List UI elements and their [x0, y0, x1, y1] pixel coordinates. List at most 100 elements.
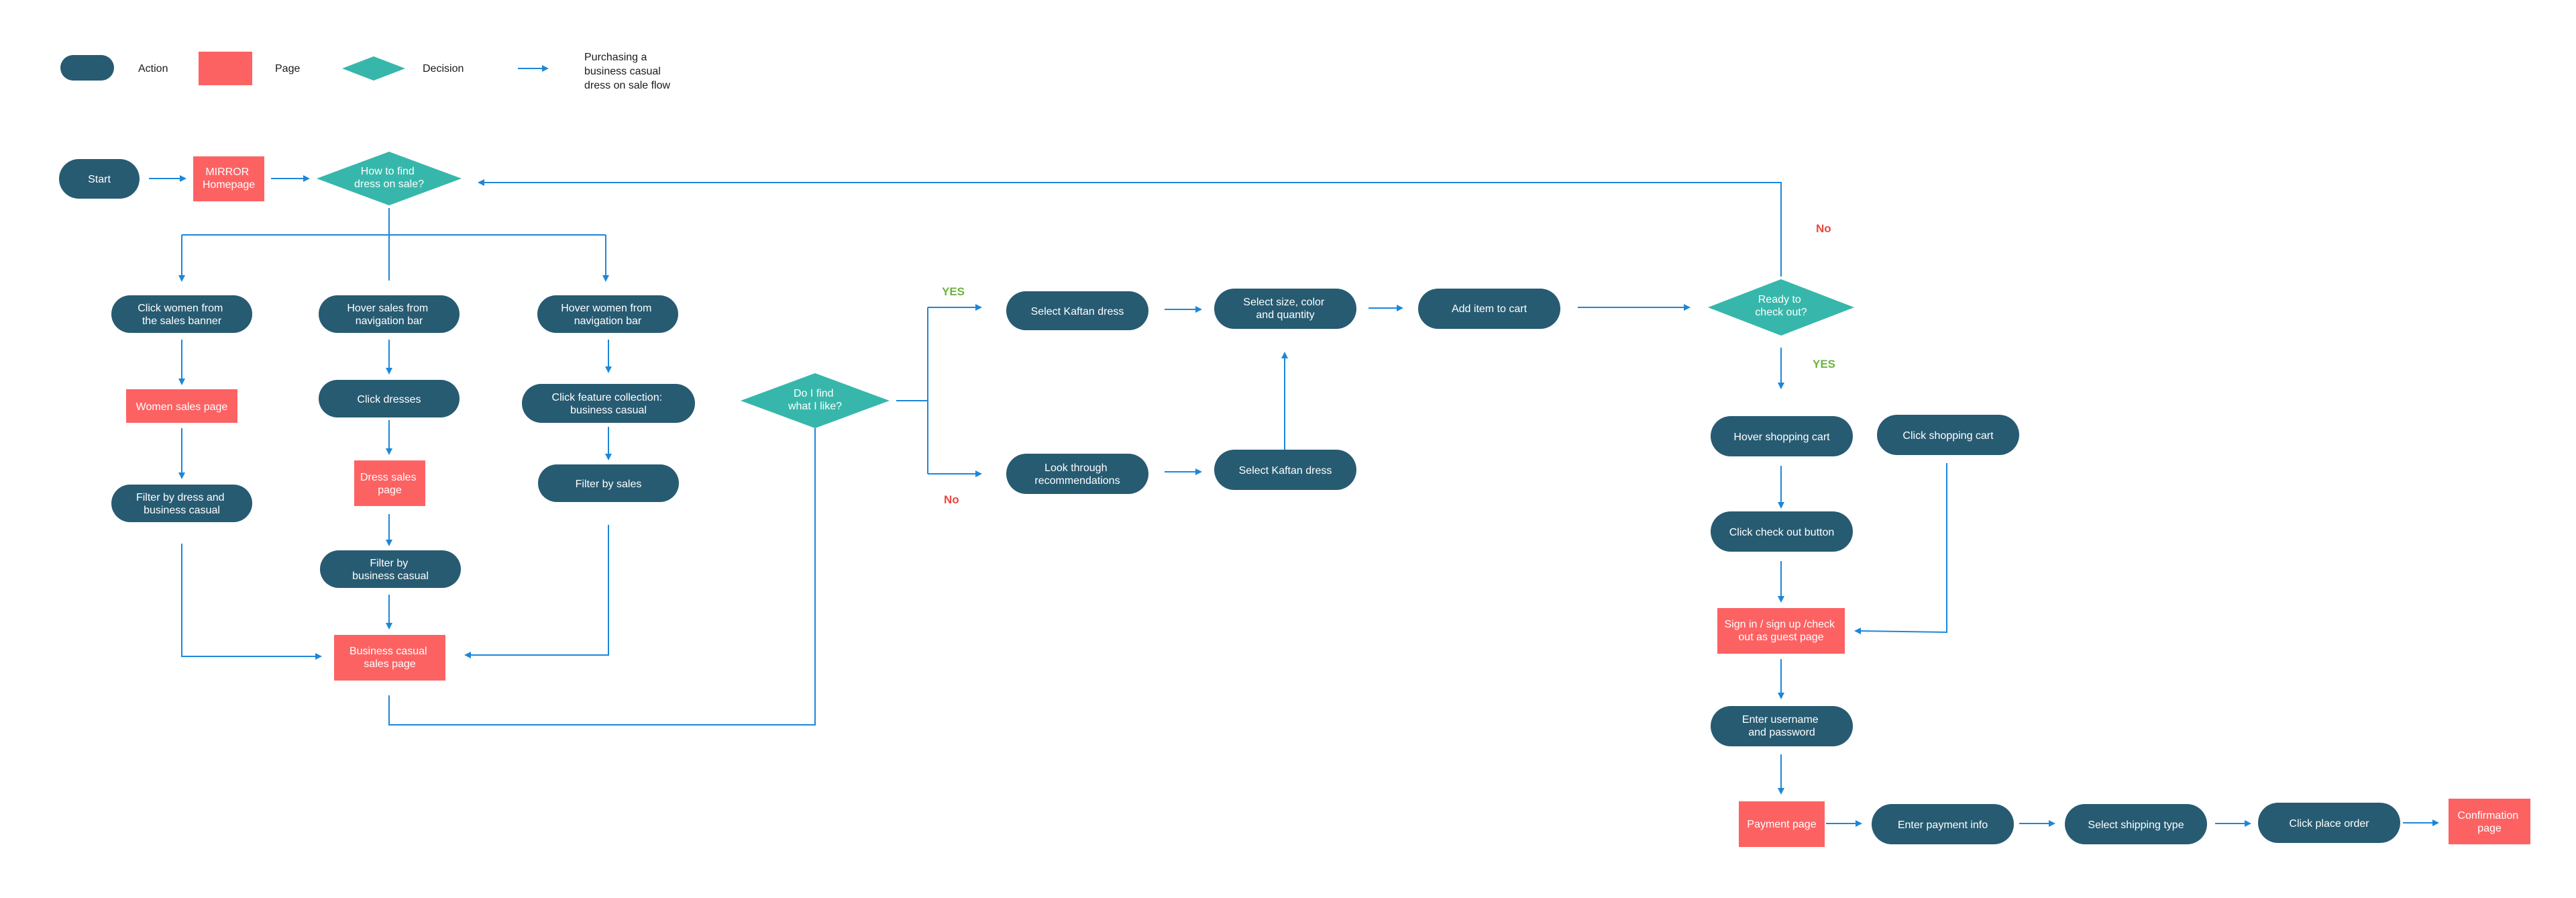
node-label: How to find dress on sale?	[354, 166, 424, 190]
node-label: Sign in / sign up /check out as guest pa…	[1725, 619, 1838, 643]
node-click-feature-collection: Click feature collection: business casua…	[522, 384, 695, 423]
node-label: Business casual sales page	[350, 646, 430, 670]
node-label: Select Kaftan dress	[1239, 465, 1332, 477]
node-filter-by-sales: Filter by sales	[538, 464, 679, 502]
node-label: Select size, color and quantity	[1243, 297, 1327, 321]
node-how-to-find-decision: How to find dress on sale?	[317, 152, 462, 205]
edge-col1-c	[181, 544, 322, 660]
action-shape	[319, 380, 460, 417]
node-look-through-recommendations: Look through recommendations	[1006, 454, 1148, 494]
node-enter-username-password: Enter username and password	[1711, 706, 1853, 746]
action-shape	[1872, 804, 2014, 844]
action-shape	[1711, 416, 1853, 456]
page-shape	[1739, 801, 1825, 847]
legend-decision-swatch	[342, 56, 405, 81]
node-select-shipping-type: Select shipping type	[2065, 804, 2207, 844]
action-shape	[522, 384, 695, 423]
legend-action-label: Action	[138, 63, 168, 74]
action-shape	[320, 550, 461, 588]
label-find-no: No	[944, 493, 959, 506]
node-label: Hover shopping cart	[1733, 432, 1830, 443]
node-select-kaftan-top: Select Kaftan dress	[1006, 291, 1148, 330]
action-shape	[1418, 289, 1560, 329]
node-label: Filter by business casual	[352, 558, 429, 582]
node-filter-business-casual: Filter by business casual	[320, 550, 461, 588]
node-label: Click shopping cart	[1902, 430, 1994, 442]
node-label: Select shipping type	[2088, 819, 2184, 831]
node-click-women-banner: Click women from the sales banner	[111, 295, 252, 333]
action-shape	[1877, 415, 2019, 455]
node-click-dresses: Click dresses	[319, 380, 460, 417]
node-label: Add item to cart	[1452, 303, 1527, 315]
node-label: Dress sales page	[360, 472, 419, 496]
node-label: Click place order	[2289, 818, 2369, 830]
action-shape	[1711, 706, 1853, 746]
node-click-shopping-cart: Click shopping cart	[1877, 415, 2019, 455]
legend-page-label: Page	[275, 63, 300, 74]
action-shape	[537, 295, 678, 333]
decision-shape	[317, 152, 462, 205]
node-start: Start	[59, 159, 140, 199]
node-enter-payment-info: Enter payment info	[1872, 804, 2014, 844]
action-shape	[1711, 511, 1853, 552]
node-label: Select Kaftan dress	[1031, 306, 1124, 317]
node-payment-page: Payment page	[1739, 801, 1825, 847]
node-label: Click check out button	[1729, 527, 1835, 538]
page-shape	[334, 635, 445, 681]
action-shape	[1006, 454, 1148, 494]
node-label: Click women from the sales banner	[138, 303, 226, 327]
action-shape	[1214, 289, 1356, 329]
node-hover-sales-nav: Hover sales from navigation bar	[319, 295, 460, 333]
node-label: Start	[88, 174, 111, 185]
legend: Action Page Decision Purchasing a busine…	[60, 52, 671, 91]
page-shape	[354, 460, 425, 506]
edge-clickcart-to-signin	[1854, 463, 1947, 635]
node-label: Hover sales from navigation bar	[347, 303, 431, 327]
node-label: Women sales page	[136, 401, 228, 413]
node-select-kaftan-bottom: Select Kaftan dress	[1214, 450, 1356, 490]
node-label: Click feature collection: business casua…	[552, 392, 665, 416]
node-add-item-to-cart: Add item to cart	[1418, 289, 1560, 329]
label-ready-yes: YES	[1813, 358, 1835, 370]
node-confirmation-page: Confirmation page	[2449, 799, 2530, 844]
node-do-i-find-decision: Do I find what I like?	[741, 373, 890, 428]
node-label: Payment page	[1747, 819, 1816, 830]
node-label: Enter username and password	[1742, 714, 1821, 738]
node-label: Enter payment info	[1898, 819, 1988, 831]
legend-flow-label: Purchasing a business casual dress on sa…	[584, 52, 671, 91]
node-label: Filter by sales	[576, 479, 642, 490]
node-business-casual-sales-page: Business casual sales page	[334, 635, 445, 681]
action-shape	[1006, 291, 1148, 330]
label-ready-no: No	[1816, 222, 1831, 235]
action-shape	[111, 295, 252, 333]
action-shape	[111, 485, 252, 522]
node-click-place-order: Click place order	[2258, 803, 2400, 843]
node-dress-sales-page: Dress sales page	[354, 460, 425, 506]
node-label: Hover women from navigation bar	[561, 303, 655, 327]
edge-col3-c	[464, 525, 609, 658]
node-label: Confirmation page	[2457, 810, 2521, 834]
decision-shape	[741, 373, 890, 428]
edge-bizcasual-to-find	[388, 428, 816, 726]
decision-shape	[1708, 279, 1854, 336]
page-shape	[1717, 608, 1845, 654]
node-label: Ready to check out?	[1755, 294, 1807, 318]
page-shape	[2449, 799, 2530, 844]
node-click-checkout-button: Click check out button	[1711, 511, 1853, 552]
node-label: Click dresses	[357, 394, 421, 405]
label-find-yes: YES	[942, 285, 965, 298]
node-sign-in-page: Sign in / sign up /check out as guest pa…	[1717, 608, 1845, 654]
node-label: Do I find what I like?	[788, 388, 842, 412]
edge-ready-no-loop	[478, 179, 1782, 277]
connectors	[149, 175, 2439, 827]
node-select-size-color-quantity: Select size, color and quantity	[1214, 289, 1356, 329]
legend-decision-label: Decision	[423, 63, 464, 74]
legend-page-swatch	[199, 52, 252, 85]
node-hover-shopping-cart: Hover shopping cart	[1711, 416, 1853, 456]
node-label: Filter by dress and business casual	[136, 492, 227, 516]
legend-action-swatch	[60, 55, 114, 81]
node-hover-women-nav: Hover women from navigation bar	[537, 295, 678, 333]
node-filter-dress-business: Filter by dress and business casual	[111, 485, 252, 522]
action-shape	[1214, 450, 1356, 490]
